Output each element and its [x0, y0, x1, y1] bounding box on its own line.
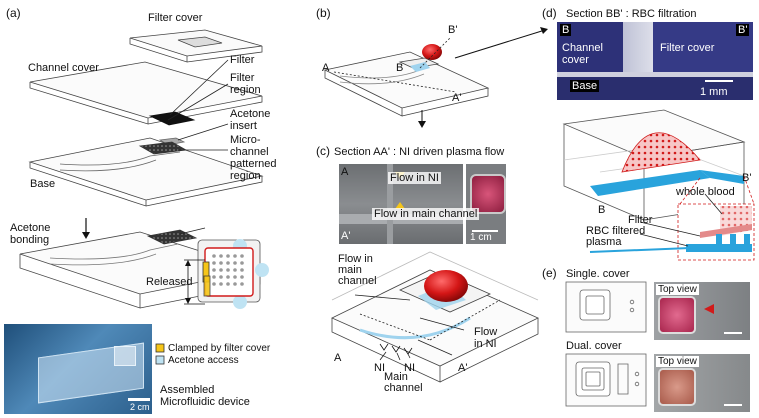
legend-clamped: Clamped by filter cover	[168, 343, 271, 354]
label-a-prime: A'	[452, 92, 462, 104]
label-b: B	[396, 62, 404, 74]
label-released: Released	[146, 276, 193, 288]
assembled-device-photo: 2 cm	[4, 324, 152, 414]
panel-label-d: (d)	[542, 6, 557, 20]
diag-label-a: A	[334, 352, 342, 364]
panel-c-device	[331, 251, 539, 383]
panel-label-e: (e)	[542, 266, 557, 280]
diag-label-ni-left: NI	[374, 362, 385, 374]
micrograph-flow-ni: Flow in NI	[388, 172, 441, 184]
panel-a-exploded	[19, 29, 269, 365]
label-filter: Filter	[230, 54, 255, 66]
section-bb-title: Section BB' : RBC filtration	[566, 8, 697, 20]
single-cover-top-view	[654, 282, 750, 340]
legend-acetone-access: Acetone access	[168, 355, 239, 366]
section-aa-title: Section AA' : NI driven plasma flow	[334, 146, 505, 158]
panel-label-c: (c)	[316, 144, 330, 158]
panel-label-a: (a)	[6, 6, 21, 20]
panel-e-schematics	[565, 281, 647, 407]
label-channel-cover: Channel cover	[28, 62, 99, 74]
diag-label-b-prime: B'	[742, 172, 752, 184]
micrograph-label-a-prime: A'	[341, 230, 351, 242]
top-view-label-1: Top view	[656, 284, 699, 295]
dual-cover-top-view	[654, 354, 750, 412]
micrograph-scale-label: 1 cm	[470, 232, 492, 243]
photo-label-b-prime: B'	[736, 24, 750, 36]
panel-label-b: (b)	[316, 6, 331, 20]
diag-label-b: B	[598, 204, 606, 216]
label-b-prime: B'	[448, 24, 458, 36]
panel-d-cross-section	[562, 109, 755, 261]
label-single-cover: Single. cover	[566, 268, 630, 280]
rbc-filtration-photo	[557, 22, 753, 100]
photo-label-filter-cover: Filter cover	[660, 42, 715, 54]
panel-b-device	[323, 27, 548, 128]
diag-label-filter: Filter	[628, 214, 653, 226]
diag-whole-blood: whole blood	[676, 186, 735, 198]
micrograph-flow-main: Flow in main channel	[372, 208, 480, 220]
photo-scale-label: 1 mm	[700, 86, 728, 98]
filter-region-photo	[466, 164, 506, 244]
label-a: A	[322, 62, 330, 74]
photo-label-b: B	[560, 24, 572, 36]
assembled-scale-bar	[128, 398, 150, 401]
label-dual-cover: Dual. cover	[566, 340, 622, 352]
diag-label-a-prime: A'	[458, 362, 468, 374]
diag-label-ni-right: NI	[404, 362, 415, 374]
assembled-scale-label: 2 cm	[130, 402, 150, 412]
photo-label-base: Base	[570, 80, 600, 92]
top-view-label-2: Top view	[656, 356, 699, 367]
micrograph-label-a: A	[341, 166, 349, 178]
label-base: Base	[30, 178, 56, 190]
label-filter-cover: Filter cover	[148, 12, 203, 24]
